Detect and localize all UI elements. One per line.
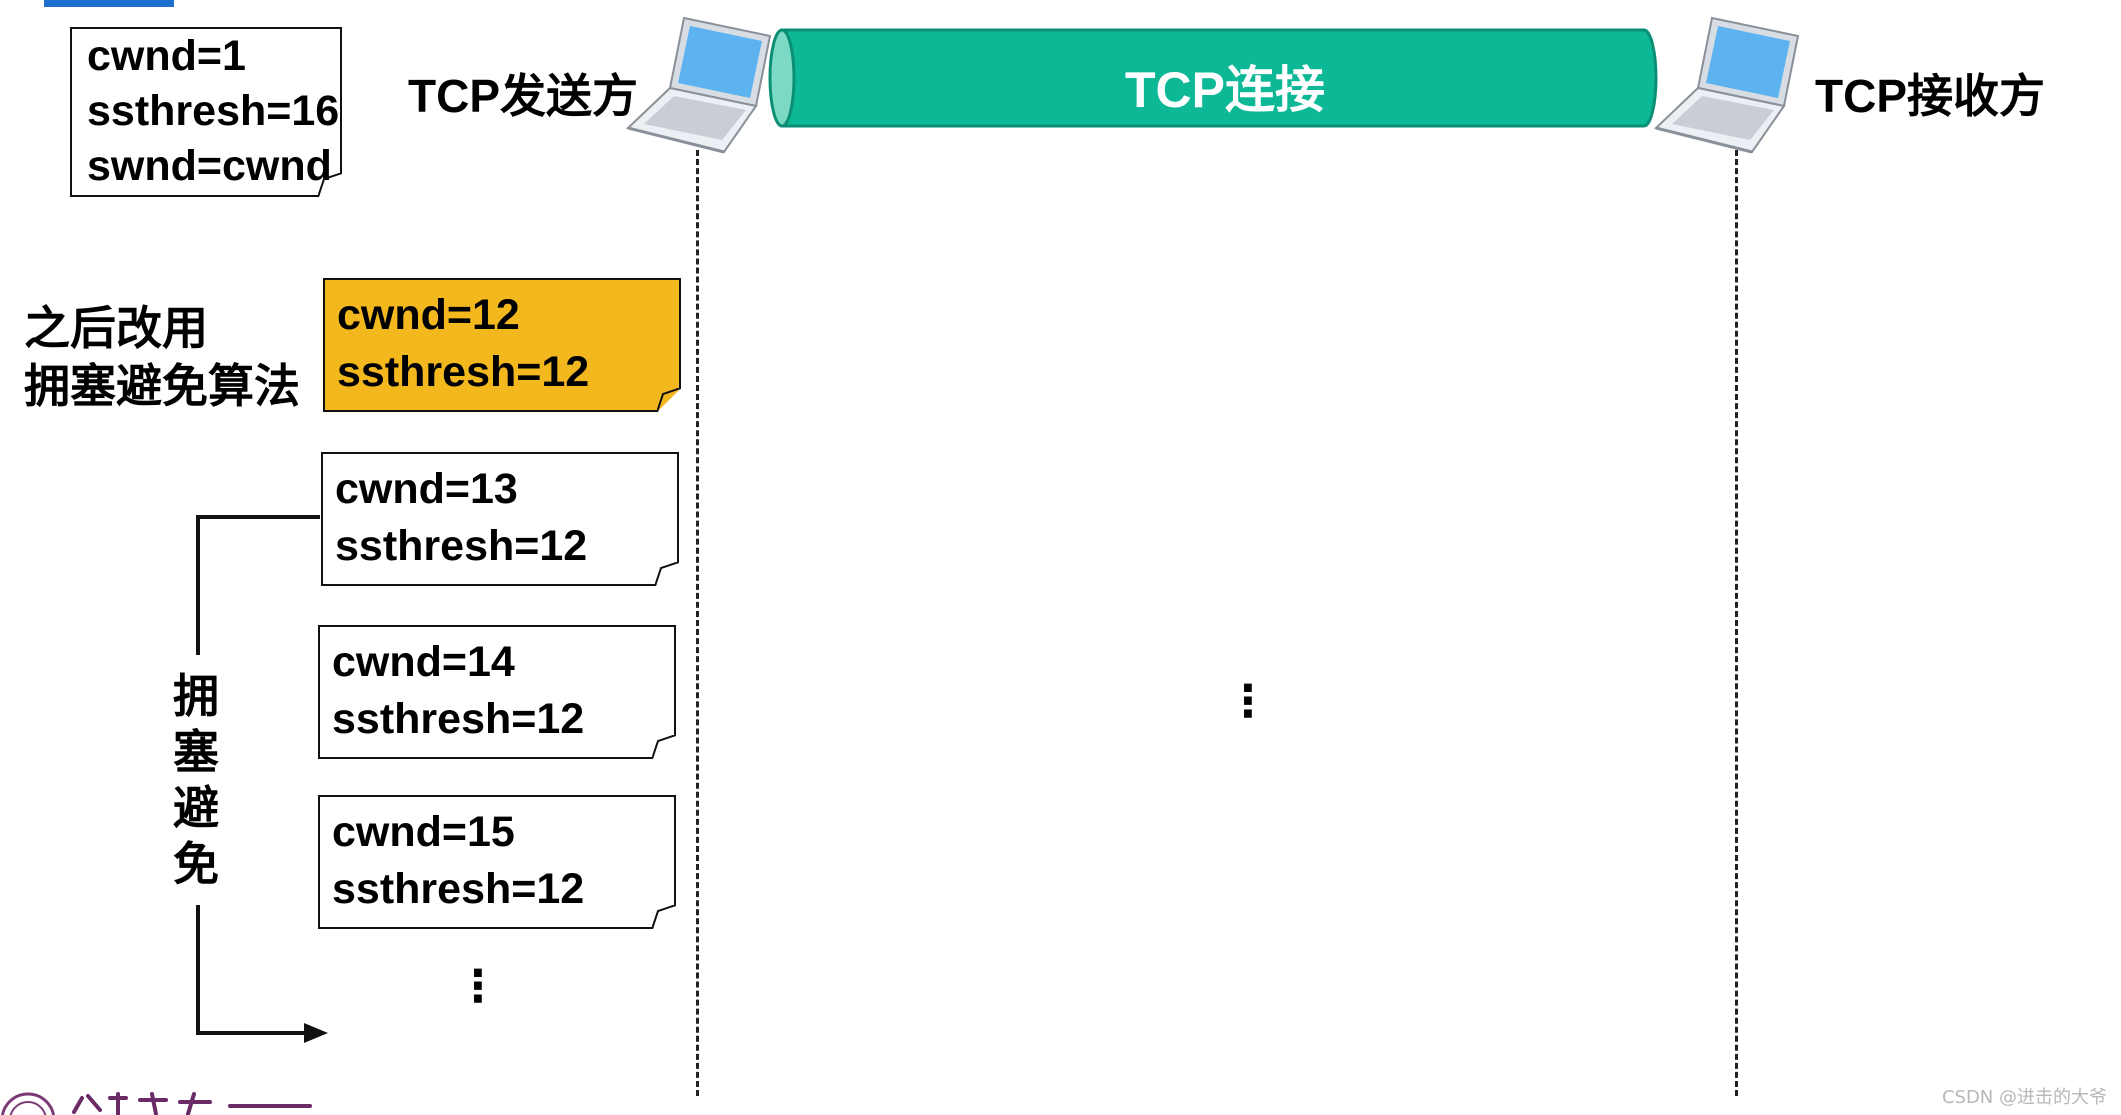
cwnd-value: cwnd=15 — [332, 808, 515, 856]
switch-state-note: cwnd=12 ssthresh=12 — [323, 278, 681, 412]
initial-ssthresh: ssthresh=16 — [87, 87, 340, 135]
phase-label: 拥 塞 避 免 — [168, 668, 224, 892]
note-fold-icon — [657, 388, 681, 412]
ssthresh-value: ssthresh=12 — [335, 522, 588, 570]
cwnd-note-14: cwnd=14 ssthresh=12 — [318, 625, 676, 759]
initial-swnd: swnd=cwnd — [87, 142, 332, 190]
watermark: CSDN @进击的大爷 — [1941, 1087, 2107, 1108]
receiver-lifeline — [1735, 150, 1738, 1096]
receiver-label: TCP接收方 — [1815, 70, 2045, 122]
ssthresh-value: ssthresh=12 — [332, 865, 585, 913]
cwnd-note-13: cwnd=13 ssthresh=12 — [321, 452, 679, 586]
note-fold-icon — [652, 905, 676, 929]
sender-laptop-icon — [625, 16, 772, 154]
ellipsis-center: ⋮ — [1226, 677, 1270, 726]
ssthresh-value: ssthresh=12 — [332, 695, 585, 743]
connection-label: TCP连接 — [1125, 62, 1325, 118]
sender-lifeline — [696, 150, 699, 1096]
note-fold-icon — [652, 735, 676, 759]
note-fold-icon — [318, 173, 342, 197]
phase-char: 免 — [173, 838, 219, 890]
cwnd-value: cwnd=13 — [335, 465, 518, 513]
receiver-laptop-icon — [1653, 16, 1800, 154]
initial-state-note: cwnd=1 ssthresh=16 swnd=cwnd — [70, 27, 342, 197]
phase-char: 塞 — [173, 726, 219, 778]
tcp-connection-pipe — [768, 28, 1658, 128]
phase-bracket-arrow — [196, 515, 328, 1043]
university-calligraphy-logo — [72, 1092, 312, 1115]
initial-cwnd: cwnd=1 — [87, 32, 246, 80]
ellipsis-notes: ⋮ — [456, 962, 500, 1011]
top-accent-bar — [44, 0, 174, 7]
switch-caption-line2: 拥塞避免算法 — [24, 360, 300, 412]
switch-caption-line1: 之后改用 — [24, 302, 208, 354]
phase-char: 避 — [173, 782, 219, 834]
university-seal-logo — [0, 1092, 56, 1115]
cwnd-note-15: cwnd=15 ssthresh=12 — [318, 795, 676, 929]
switch-ssthresh: ssthresh=12 — [337, 348, 590, 396]
phase-char: 拥 — [173, 670, 219, 722]
switch-cwnd: cwnd=12 — [337, 291, 520, 339]
cwnd-value: cwnd=14 — [332, 638, 515, 686]
sender-label: TCP发送方 — [408, 70, 638, 122]
note-fold-icon — [655, 562, 679, 586]
